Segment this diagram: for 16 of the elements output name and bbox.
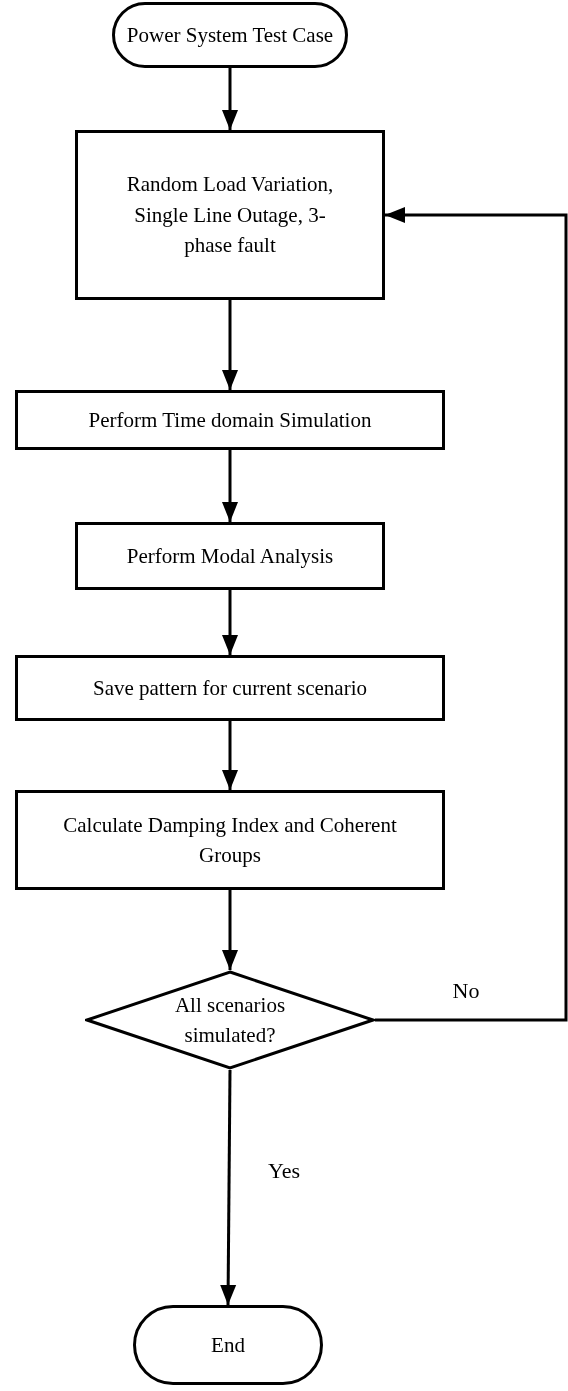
arrow [222, 68, 238, 130]
arrow [222, 450, 238, 522]
arrow [220, 1070, 237, 1305]
arrow [222, 890, 238, 970]
node-label: All scenarios simulated? [173, 991, 287, 1049]
arrow [222, 590, 238, 655]
arrow [222, 300, 238, 390]
node-label: Calculate Damping Index and Coherent Groups [62, 811, 398, 869]
node-label: Perform Time domain Simulation [88, 406, 372, 434]
node-label: Power System Test Case [126, 21, 334, 49]
node-label: Random Load Variation, Single Line Outage, 3-phase fault [125, 171, 335, 260]
arrow [375, 207, 568, 1022]
node-label: Perform Modal Analysis [126, 542, 334, 570]
node-label: End [211, 1331, 245, 1359]
arrow [222, 721, 238, 790]
node-label: Save pattern for current scenario [92, 674, 367, 702]
